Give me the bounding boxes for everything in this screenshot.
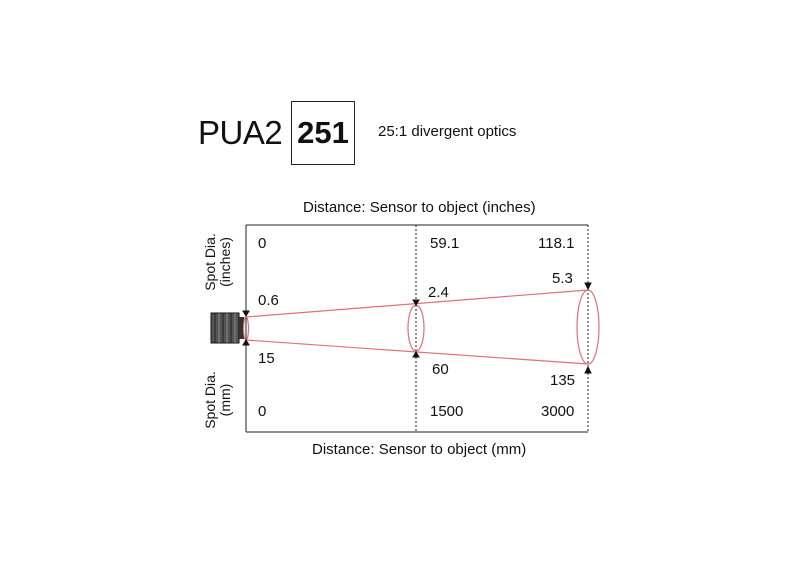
arrow-bottom-0: [242, 339, 250, 346]
arrow-top-1: [412, 299, 420, 306]
distance-mm-title: Distance: Sensor to object (mm): [312, 441, 527, 458]
arrow-bottom-2: [584, 365, 592, 374]
spot-mm-1: 60: [432, 361, 449, 378]
distance-inches-1: 59.1: [430, 235, 460, 252]
sensor-icon: [210, 312, 244, 344]
beam-cone: [242, 289, 600, 365]
optics-description: 25:1 divergent optics: [378, 123, 517, 140]
distance-inches-2: 118.1: [538, 235, 575, 252]
spot-inches-2: 5.3: [552, 270, 573, 287]
distance-mm-2: 3000: [541, 403, 575, 420]
ratio-code-box: 251: [291, 101, 355, 165]
distance-mm-0: 0: [258, 403, 267, 420]
beam-lower-edge: [245, 339, 589, 365]
model-name: PUA2: [198, 114, 283, 151]
distance-mm-1: 1500: [430, 403, 464, 420]
spot-ellipse-1: [407, 304, 425, 352]
arrow-top-0: [242, 310, 250, 317]
spot-inches-0: 0.6: [258, 292, 279, 309]
distance-inches-0: 0: [258, 235, 267, 252]
spot-arrows: [242, 282, 592, 374]
spot-mm-0: 15: [258, 350, 275, 367]
spot-mm-2: 135: [550, 372, 576, 389]
arrow-bottom-1: [412, 351, 420, 358]
arrow-top-2: [584, 282, 592, 291]
spot-inches-1: 2.4: [428, 284, 449, 301]
distance-inches-title: Distance: Sensor to object (inches): [303, 199, 536, 216]
